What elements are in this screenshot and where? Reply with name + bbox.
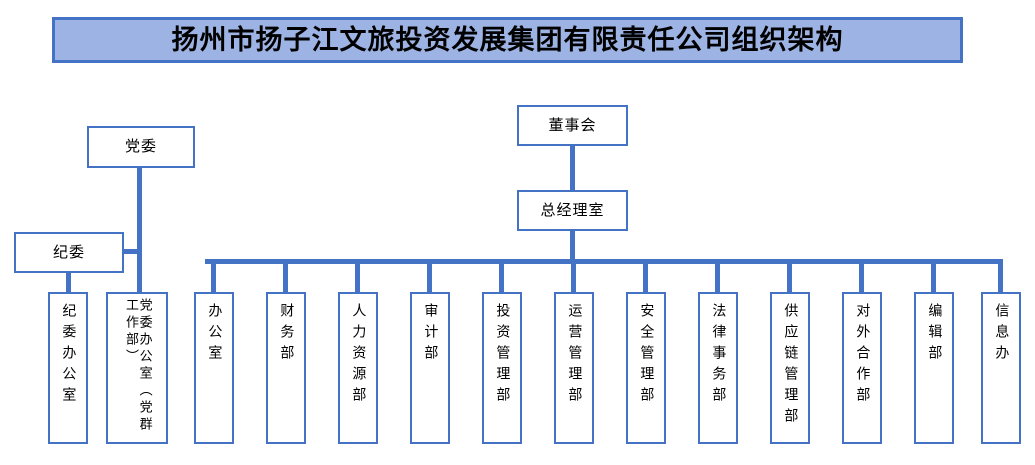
- department-label: 人力资源部: [350, 303, 367, 408]
- connector-drop-12: [998, 259, 1003, 292]
- department-box[interactable]: 财务部: [266, 292, 306, 444]
- department-box[interactable]: 安全管理部: [626, 292, 666, 444]
- department-label: 信息办: [993, 303, 1010, 366]
- department-box[interactable]: 办公室: [194, 292, 234, 444]
- department-box[interactable]: 对外合作部: [842, 292, 882, 444]
- department-box[interactable]: 信息办: [981, 292, 1021, 444]
- connector-drop-11: [931, 259, 936, 292]
- connector-drop-8: [715, 259, 720, 292]
- department-label: 纪委办公室: [60, 303, 77, 408]
- department-label: 法律事务部: [710, 303, 727, 408]
- node-board-of-directors[interactable]: 董事会: [517, 105, 628, 146]
- connector-drop-7: [643, 259, 648, 292]
- department-label: 编辑部: [926, 303, 943, 366]
- connector-drop-5: [499, 259, 504, 292]
- department-box[interactable]: 供应链管理部: [770, 292, 810, 444]
- department-label: 办公室: [206, 303, 223, 366]
- connector-party-vertical: [137, 167, 142, 292]
- department-box[interactable]: 编辑部: [914, 292, 954, 444]
- connector-discipline-drop: [66, 272, 71, 292]
- node-board-of-directors-label: 董事会: [548, 115, 597, 134]
- department-label: 审计部: [422, 303, 439, 366]
- connector-main-bus: [205, 259, 1003, 264]
- connector-drop-6: [571, 259, 576, 292]
- department-box[interactable]: 投资管理部: [482, 292, 522, 444]
- department-box[interactable]: 运营管理部: [554, 292, 594, 444]
- node-party-committee[interactable]: 党委: [87, 126, 195, 168]
- connector-drop-2: [283, 259, 288, 292]
- connector-drop-10: [859, 259, 864, 292]
- connector-drop-4: [427, 259, 432, 292]
- node-discipline-committee-label: 纪委: [52, 242, 85, 261]
- node-general-manager-office[interactable]: 总经理室: [517, 190, 628, 231]
- department-label: 财务部: [278, 303, 295, 366]
- department-label: 供应链管理部: [782, 303, 799, 429]
- department-box[interactable]: 审计部: [410, 292, 450, 444]
- department-box[interactable]: 法律事务部: [698, 292, 738, 444]
- department-label: 党委办公室（党群工作部）: [123, 298, 152, 434]
- connector-drop-1: [211, 259, 216, 292]
- department-box[interactable]: 党委办公室（党群工作部）: [106, 292, 168, 444]
- node-discipline-committee[interactable]: 纪委: [14, 232, 124, 273]
- department-label: 对外合作部: [854, 303, 871, 408]
- connector-drop-9: [787, 259, 792, 292]
- chart-title-banner: 扬州市扬子江文旅投资发展集团有限责任公司组织架构: [52, 17, 963, 63]
- department-box[interactable]: 纪委办公室: [48, 292, 88, 444]
- department-label: 安全管理部: [638, 303, 655, 408]
- department-label: 投资管理部: [494, 303, 511, 408]
- connector-drop-3: [355, 259, 360, 292]
- connector-board-to-gm: [570, 145, 575, 190]
- department-box[interactable]: 人力资源部: [338, 292, 378, 444]
- node-party-committee-label: 党委: [124, 137, 157, 156]
- department-label: 运营管理部: [566, 303, 583, 408]
- node-general-manager-office-label: 总经理室: [540, 200, 605, 219]
- connector-gm-to-bus: [570, 230, 575, 262]
- page-title: 扬州市扬子江文旅投资发展集团有限责任公司组织架构: [171, 24, 844, 56]
- connector-discipline-to-party: [124, 249, 142, 254]
